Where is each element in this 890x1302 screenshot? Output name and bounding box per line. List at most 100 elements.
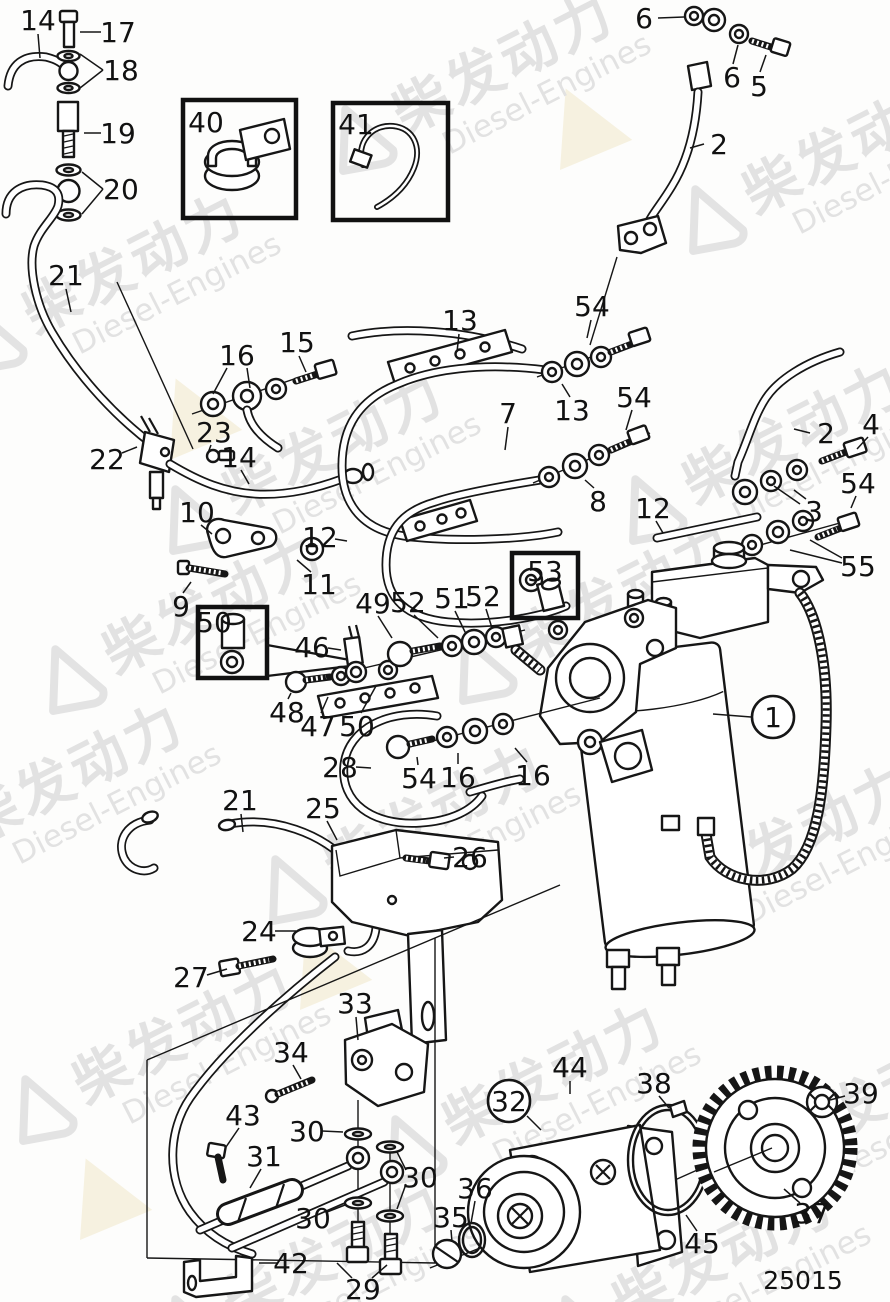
inset-box-41 <box>330 100 451 223</box>
callout-14: 14 <box>221 441 257 474</box>
leader-line <box>584 479 595 489</box>
leader-line <box>298 355 307 373</box>
callout-48: 48 <box>269 696 305 729</box>
leader-line <box>856 436 869 450</box>
leader-line <box>240 469 250 485</box>
callout-23: 23 <box>196 416 232 449</box>
link-bracket-assembly <box>176 517 325 578</box>
leader-line <box>320 696 329 714</box>
callout-22: 22 <box>89 443 125 476</box>
leader-line <box>121 446 138 454</box>
leader-line <box>658 1095 670 1109</box>
callout-33: 33 <box>337 987 373 1020</box>
leader-line <box>212 367 228 395</box>
leader-line <box>321 1130 344 1133</box>
callout-45: 45 <box>684 1227 720 1260</box>
callout-6: 6 <box>635 2 653 35</box>
leader-line <box>413 614 439 639</box>
leader-line <box>225 1127 240 1148</box>
callout-49: 49 <box>355 587 391 620</box>
callout-16: 16 <box>440 761 476 794</box>
leader-line <box>296 559 312 573</box>
callout-53: 53 <box>527 555 563 588</box>
leader-line <box>773 485 801 505</box>
leader-line <box>526 1115 542 1131</box>
callout-35: 35 <box>433 1201 469 1234</box>
bracket-25-assembly <box>117 810 504 1259</box>
leader-line <box>336 1262 353 1279</box>
callout-6: 6 <box>723 61 741 94</box>
leader-line <box>712 713 752 718</box>
leader-line <box>37 33 41 59</box>
callout-54: 54 <box>574 290 610 323</box>
callout-54: 54 <box>840 467 876 500</box>
callout-10: 10 <box>179 496 215 529</box>
leader-line <box>65 288 72 313</box>
leader-line <box>377 615 393 639</box>
callout-32: 32 <box>491 1085 527 1118</box>
leader-line <box>182 581 192 594</box>
leader-line <box>327 647 342 651</box>
leader-line <box>355 766 372 769</box>
callout-30: 30 <box>295 1202 331 1235</box>
callout-21: 21 <box>222 784 258 817</box>
callout-39: 39 <box>843 1077 879 1110</box>
callout-5: 5 <box>750 70 768 103</box>
callout-25: 25 <box>305 792 341 825</box>
leader-line <box>561 383 571 398</box>
callout-51: 51 <box>434 582 470 615</box>
callout-18: 18 <box>103 54 139 87</box>
callout-11: 11 <box>301 568 337 601</box>
callout-13: 13 <box>554 394 590 427</box>
callout-1: 1 <box>764 701 782 734</box>
leader-line <box>783 1188 801 1204</box>
callout-43: 43 <box>225 1099 261 1132</box>
callout-46: 46 <box>294 631 330 664</box>
callout-19: 19 <box>100 117 136 150</box>
callout-14: 14 <box>20 4 56 37</box>
callout-50: 50 <box>339 710 375 743</box>
leader-line <box>416 756 419 766</box>
callout-38: 38 <box>636 1067 672 1100</box>
callout-30: 30 <box>289 1115 325 1148</box>
callout-27: 27 <box>173 961 209 994</box>
top-right-hose-assembly <box>589 5 792 346</box>
leader-line <box>287 692 292 700</box>
u-pipe-assembly <box>316 326 762 720</box>
callout-31: 31 <box>246 1140 282 1173</box>
callout-29: 29 <box>345 1273 381 1302</box>
diagram-line-art <box>1 5 868 1299</box>
callout-21: 21 <box>48 259 84 292</box>
leader-line <box>326 820 338 841</box>
leader-line <box>81 171 104 190</box>
lower-left-assembly <box>182 1008 430 1299</box>
callout-40: 40 <box>188 106 224 139</box>
leader-line <box>371 1264 388 1279</box>
leader-line <box>292 1064 302 1080</box>
leader-line <box>470 1200 476 1224</box>
callout-16: 16 <box>515 759 551 792</box>
top-left-hose-assembly <box>1 9 375 511</box>
leader-line <box>586 319 592 339</box>
callout-4: 4 <box>862 408 880 441</box>
leader-line <box>200 524 213 535</box>
callout-circle <box>750 694 796 740</box>
leader-line <box>732 44 739 65</box>
callout-7: 7 <box>499 397 517 430</box>
callout-24: 24 <box>241 915 277 948</box>
hose-28-assembly <box>339 697 601 828</box>
leader-line <box>443 856 455 859</box>
callout-44: 44 <box>552 1051 588 1084</box>
callout-54: 54 <box>616 381 652 414</box>
callout-52: 52 <box>390 586 426 619</box>
leader-line <box>450 1229 453 1243</box>
leader-line <box>207 444 212 454</box>
callout-8: 8 <box>589 485 607 518</box>
leader-line <box>249 1168 262 1189</box>
callout-2: 2 <box>710 128 728 161</box>
callout-34: 34 <box>273 1036 309 1069</box>
